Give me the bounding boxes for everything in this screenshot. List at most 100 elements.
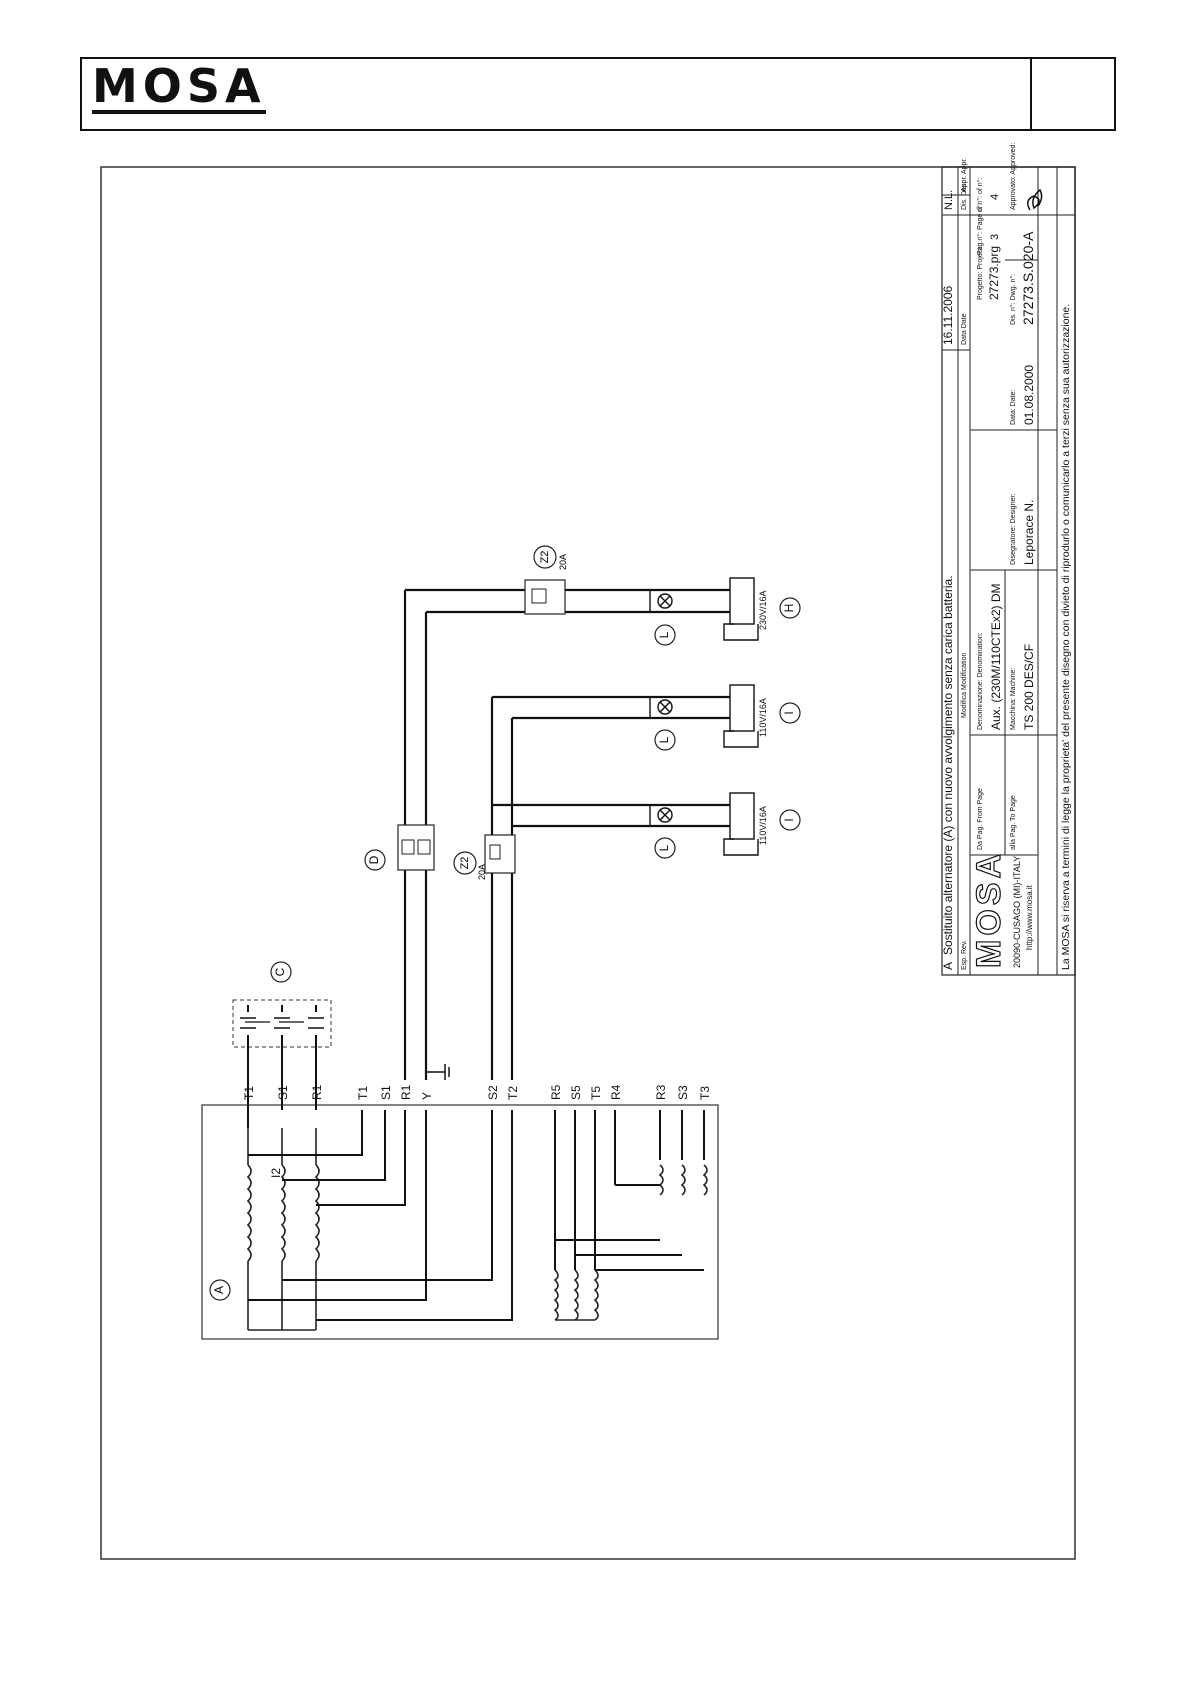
breaker-d-pole <box>417 839 431 855</box>
component-z2-left-label: Z2 <box>459 857 471 870</box>
terminal-label: T2 <box>506 1086 520 1100</box>
drawing-frame <box>100 166 1076 1560</box>
label-rev: Esp. Rev. <box>961 940 968 970</box>
design-date: 01.08.2000 <box>1022 365 1036 425</box>
capacitor-box <box>232 999 332 1048</box>
label-from-page: Da Pag. From Page <box>977 788 984 850</box>
component-a-label: A <box>212 1286 226 1294</box>
socket-i-label: I <box>782 711 796 714</box>
terminal-label: S5 <box>569 1085 583 1100</box>
page-total: 4 <box>989 194 1001 200</box>
rcd-z2-left-rating: 20A <box>477 864 487 880</box>
lamp-socket-group <box>649 577 759 856</box>
load-labels: L L L H I I <box>657 604 796 852</box>
main-wiring <box>403 588 740 1080</box>
terminal-label: R5 <box>549 1084 563 1100</box>
label-modification: Modifica Modification <box>961 653 968 718</box>
breaker-d-pole <box>401 839 415 855</box>
label-designer: Disegnatore: Designer: <box>1010 493 1017 565</box>
label-machine: Macchina: Machine: <box>1010 668 1017 730</box>
header-divider <box>1030 57 1032 131</box>
label-drawing: Dis. n°: Dwg. n°: <box>1009 274 1017 325</box>
socket-h-label: H <box>782 604 796 613</box>
component-c-label: C <box>273 967 287 976</box>
lamp-indicator <box>657 593 673 609</box>
component-z2-right-label: Z2 <box>539 551 551 564</box>
label-data: Data: Date: <box>1010 390 1017 425</box>
rcd-z2-right-rating: 20A <box>558 554 568 570</box>
terminal-label: R3 <box>654 1084 668 1100</box>
socket-ratings: 230V/16A 110V/16A 110V/16A <box>758 590 768 845</box>
denomination: Aux. (230M/110CTEx2) DM <box>989 584 1003 731</box>
component-c-circle <box>270 961 292 983</box>
label-approved: Approvato: Approved: <box>1010 143 1017 210</box>
approval-signature <box>1027 188 1043 211</box>
socket-i-upper <box>729 684 755 732</box>
legal-notice: La MOSA si riserva a termini di legge la… <box>1060 304 1072 970</box>
terminal-label: R1 <box>399 1084 413 1100</box>
rcd-z2-right-symbol <box>531 588 547 604</box>
lower-windings <box>553 1164 708 1321</box>
alternator-box <box>201 1104 719 1340</box>
mosa-logo: MOSA <box>92 59 266 114</box>
revision-text: Sostituito alternatore (A) con nuovo avv… <box>941 575 955 955</box>
component-a-circle <box>209 1279 231 1301</box>
component-z2-right-circle <box>533 545 557 569</box>
lamp-indicator <box>657 807 673 823</box>
load-label-circles <box>654 597 801 859</box>
socket-i-rating: 110V/16A <box>758 806 768 845</box>
rcd-z2-right <box>524 579 566 615</box>
winding-label: I2 <box>269 1168 283 1178</box>
capacitor-symbols <box>240 1005 324 1080</box>
label-appr: Appr. Appr. <box>961 158 968 192</box>
terminal-label: T1 <box>242 1086 256 1100</box>
label-denomination: Denominazione: Denomination: <box>977 632 984 730</box>
revision-letter: A <box>941 962 955 970</box>
company-address: 20090-CUSAGO (MI)-ITALY <box>1012 856 1022 968</box>
terminal-label: R4 <box>609 1084 623 1100</box>
alternator-wiring <box>247 1080 705 1321</box>
socket-i-rating: 110V/16A <box>758 698 768 737</box>
rcd-z2-left-symbol <box>489 844 501 860</box>
lamp-l-label: L <box>657 844 671 851</box>
revision-by: N.L. <box>943 190 955 210</box>
company-logo: MOSA <box>970 850 1008 968</box>
page-number: 3 <box>989 234 1001 240</box>
ground-symbol <box>425 1064 450 1080</box>
socket-h-rating: 230V/16A <box>758 590 768 630</box>
component-d-label: D <box>367 855 381 864</box>
terminal-label: T3 <box>698 1086 712 1100</box>
socket-i-lower <box>729 792 755 840</box>
terminal-label: S2 <box>486 1085 500 1100</box>
breaker-d <box>397 824 435 871</box>
revision-date: 16.11.2006 <box>941 286 955 345</box>
label-to-page: alla Pag. To Page <box>1010 795 1017 850</box>
machine: TS 200 DES/CF <box>1022 644 1036 730</box>
component-d-circle <box>364 849 386 871</box>
company-web: http://www.mosa.it <box>1025 884 1034 950</box>
lamp-l-label: L <box>657 736 671 743</box>
terminal-labels: T1 S1 R1 T1 S1 R1 Y S2 T2 R5 S5 T5 R4 R3… <box>242 1084 712 1178</box>
terminal-label: T5 <box>589 1086 603 1100</box>
terminal-label: S3 <box>676 1085 690 1100</box>
terminal-label: T1 <box>356 1086 370 1100</box>
label-page: Pag.n°: Page n°: <box>976 203 984 255</box>
title-block: A Sostituito alternatore (A) con nuovo a… <box>941 143 1076 976</box>
terminal-label: S1 <box>276 1085 290 1100</box>
lamp-l-label: L <box>657 631 671 638</box>
lamp-indicator <box>657 699 673 715</box>
terminal-label: R1 <box>310 1084 324 1100</box>
designer: Leporace N. <box>1022 500 1036 565</box>
socket-i-label: I <box>782 818 796 821</box>
drawing-number: 27273.S.020-A <box>1020 231 1036 325</box>
terminal-label: Y <box>420 1092 434 1100</box>
label-des: Dis. Des. <box>961 182 968 210</box>
label-project: Progetto: Project: <box>977 246 984 300</box>
header-box <box>80 57 1116 131</box>
component-z2-left-circle <box>453 851 477 875</box>
label-of: di n°: of n°: <box>976 178 984 212</box>
project: 27273.prg <box>987 246 1001 300</box>
terminal-label: S1 <box>379 1085 393 1100</box>
label-date: Data Date <box>961 313 968 345</box>
